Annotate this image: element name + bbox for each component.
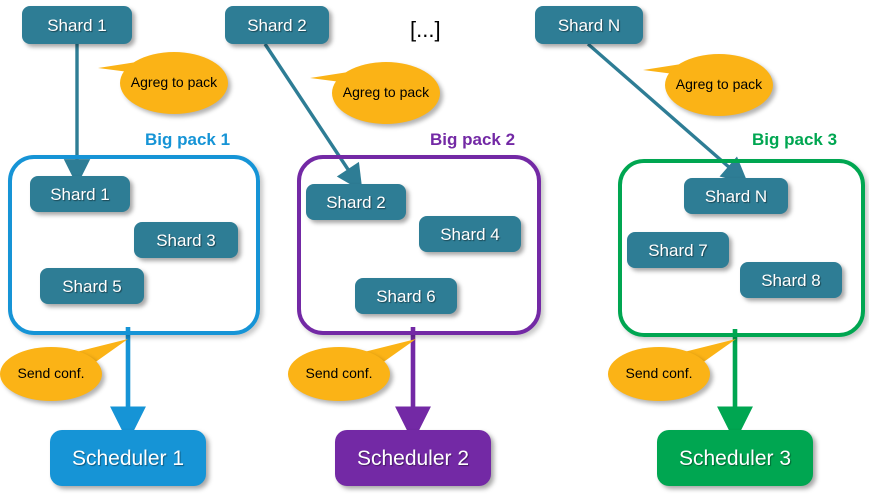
source-shard-1[interactable]: Shard 1 xyxy=(22,6,132,44)
pack-label-2: Big pack 2 xyxy=(430,130,516,149)
scheduler-1[interactable]: Scheduler 1 xyxy=(50,430,206,486)
send-conf-callout-3: Send conf. xyxy=(608,339,736,401)
pack2-shard-2[interactable]: Shard 2 xyxy=(306,184,406,220)
big-pack-2[interactable] xyxy=(297,155,541,335)
big-pack-1[interactable] xyxy=(8,155,260,335)
pack1-shard-3[interactable]: Shard 3 xyxy=(134,222,238,258)
scheduler-3-label: Scheduler 3 xyxy=(678,446,792,470)
scheduler-3[interactable]: Scheduler 3 xyxy=(657,430,813,486)
pack2-shard-4-label: Shard 4 xyxy=(440,224,500,244)
pack3-shard-7[interactable]: Shard 7 xyxy=(627,232,729,268)
send-conf-callout-3-label: Send conf. xyxy=(625,365,693,382)
pack1-shard-1-label: Shard 1 xyxy=(50,184,110,204)
pack2-shard-6[interactable]: Shard 6 xyxy=(355,278,457,314)
pack-label-1: Big pack 1 xyxy=(145,130,231,149)
pack2-shard-4[interactable]: Shard 4 xyxy=(419,216,521,252)
agreg-callout-1-label: Agreg to pack xyxy=(130,74,218,91)
pack2-shard-6-label: Shard 6 xyxy=(376,286,436,306)
scheduler-2-label: Scheduler 2 xyxy=(356,446,470,470)
pack1-shard-5[interactable]: Shard 5 xyxy=(40,268,144,304)
send-conf-callout-2-body: Send conf. xyxy=(288,347,390,401)
pack3-shard-7-label: Shard 7 xyxy=(648,240,708,260)
send-conf-callout-1-body: Send conf. xyxy=(0,347,102,401)
pack-label-3: Big pack 3 xyxy=(752,130,838,149)
send-conf-callout-1: Send conf. xyxy=(0,339,128,401)
pack3-shard-8-label: Shard 8 xyxy=(761,270,821,290)
agreg-callout-3-label: Agreg to pack xyxy=(675,76,763,93)
send-conf-callout-3-body: Send conf. xyxy=(608,347,710,401)
pack2-shard-2-label: Shard 2 xyxy=(326,192,386,212)
source-shard-2-label: Shard 2 xyxy=(247,15,307,35)
agreg-callout-1: Agreg to pack xyxy=(98,52,228,114)
source-shard-n-label: Shard N xyxy=(557,15,621,35)
scheduler-2[interactable]: Scheduler 2 xyxy=(335,430,491,486)
scheduler-1-label: Scheduler 1 xyxy=(71,446,185,470)
source-shard-n[interactable]: Shard N xyxy=(535,6,643,44)
agreg-callout-3: Agreg to pack xyxy=(643,54,773,116)
pack1-shard-5-label: Shard 5 xyxy=(62,276,122,296)
agreg-callout-2-label: Agreg to pack xyxy=(342,84,430,101)
pack3-shard-n[interactable]: Shard N xyxy=(684,178,788,214)
send-conf-callout-2: Send conf. xyxy=(288,339,416,401)
send-conf-callout-1-label: Send conf. xyxy=(17,365,85,382)
pack1-shard-3-label: Shard 3 xyxy=(156,230,216,250)
ellipsis-note: [...] xyxy=(410,17,441,42)
source-shard-1-label: Shard 1 xyxy=(47,15,107,35)
agreg-callout-1-body: Agreg to pack xyxy=(120,52,228,114)
pack1-shard-1[interactable]: Shard 1 xyxy=(30,176,130,212)
agreg-callout-2: Agreg to pack xyxy=(310,62,440,124)
source-shard-2[interactable]: Shard 2 xyxy=(225,6,329,44)
send-conf-callout-2-label: Send conf. xyxy=(305,365,373,382)
pack3-shard-8[interactable]: Shard 8 xyxy=(740,262,842,298)
agreg-callout-3-body: Agreg to pack xyxy=(665,54,773,116)
pack3-shard-n-label: Shard N xyxy=(704,186,768,206)
agreg-callout-2-body: Agreg to pack xyxy=(332,62,440,124)
